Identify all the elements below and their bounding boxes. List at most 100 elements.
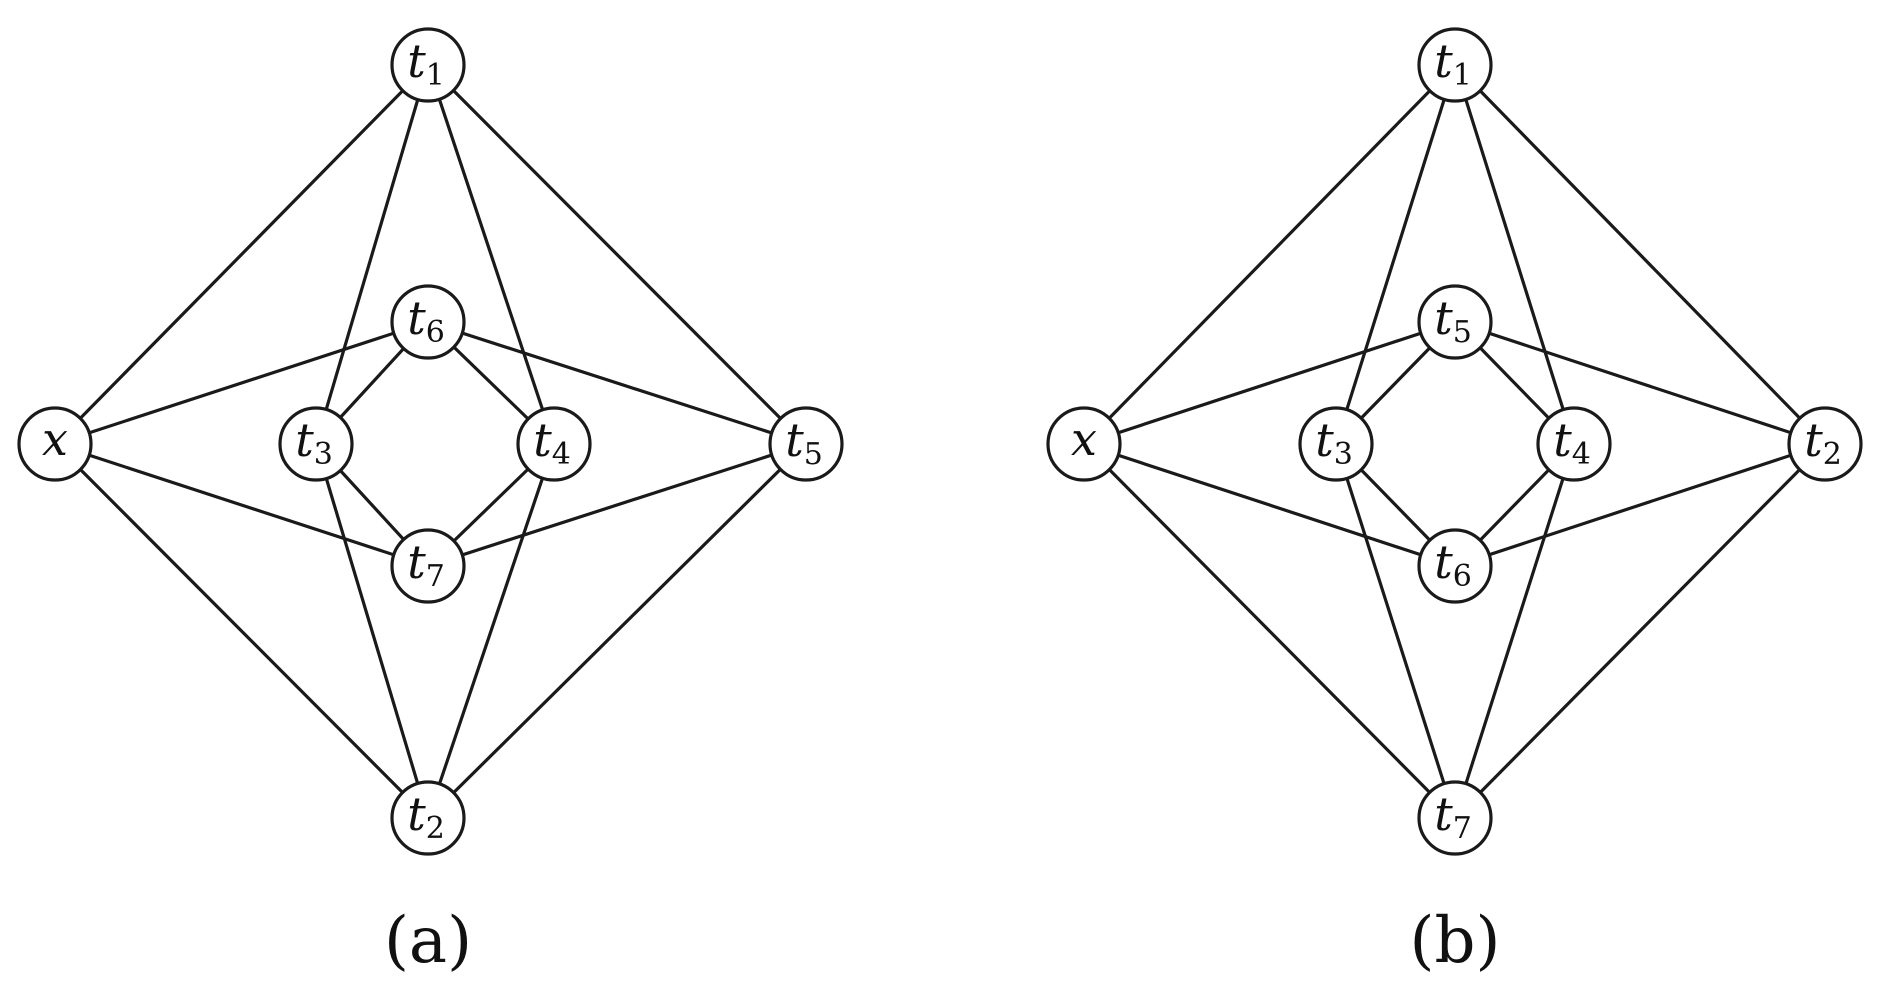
node-t5: t5	[1417, 284, 1493, 360]
edge-t7-t2	[1453, 442, 1827, 820]
node-letter: t	[407, 291, 426, 345]
node-circle	[768, 406, 844, 482]
node-t5: t5	[768, 406, 844, 482]
node-label: t6	[1434, 535, 1472, 594]
caption-b: (b)	[1410, 904, 1501, 978]
node-subscript: 6	[1453, 559, 1472, 594]
node-label: t4	[533, 413, 571, 472]
node-label: t1	[407, 34, 445, 93]
node-label: t6	[407, 291, 445, 350]
node-label: x	[1071, 412, 1097, 466]
node-letter: t	[295, 413, 314, 467]
node-letter: t	[1315, 413, 1334, 467]
edge-x-t7	[53, 442, 430, 568]
node-subscript: 4	[552, 437, 571, 472]
edge-t1-t5	[426, 63, 808, 446]
node-label: t1	[1434, 34, 1472, 93]
edge-x-t6	[1082, 442, 1457, 568]
node-label: t7	[407, 535, 445, 594]
node-letter: t	[1434, 787, 1453, 841]
node-circle	[390, 27, 466, 103]
node-t2: t2	[390, 780, 466, 856]
node-t3: t3	[278, 406, 354, 482]
node-circle	[390, 528, 466, 604]
node-label: x	[42, 412, 68, 466]
node-letter: t	[1434, 291, 1453, 345]
node-label: t5	[785, 413, 823, 472]
node-label: t3	[295, 413, 333, 472]
node-letter: t	[407, 535, 426, 589]
edge-t7-t5	[426, 442, 808, 568]
edge-t1-t4	[1453, 63, 1576, 446]
node-letter: t	[1553, 413, 1572, 467]
node-subscript: 2	[1823, 437, 1842, 472]
edge-x-t2	[53, 442, 430, 820]
edge-x-t1	[53, 63, 430, 446]
node-letter: t	[407, 787, 426, 841]
node-t4: t4	[516, 406, 592, 482]
node-subscript: 7	[426, 559, 445, 594]
edge-t1-t2	[1453, 63, 1827, 446]
node-circle	[1298, 406, 1374, 482]
node-t3: t3	[1298, 406, 1374, 482]
node-t2: t2	[1787, 406, 1863, 482]
node-circle	[1417, 27, 1493, 103]
node-subscript: 5	[804, 437, 823, 472]
node-subscript: 3	[1334, 437, 1353, 472]
edge-t2-t5	[426, 442, 808, 820]
node-circle	[1417, 528, 1493, 604]
node-subscript: 7	[1453, 811, 1472, 846]
node-t7: t7	[1417, 780, 1493, 856]
edge-t2-t3	[314, 442, 430, 820]
edge-t7-t4	[1453, 442, 1576, 820]
node-subscript: 1	[426, 58, 445, 93]
edge-t1-t3	[314, 63, 430, 446]
node-label: t2	[1804, 413, 1842, 472]
node-label: t5	[1434, 291, 1472, 350]
node-x: x	[17, 406, 93, 482]
node-letter: t	[1804, 413, 1823, 467]
node-letter: t	[1434, 34, 1453, 88]
node-letter: t	[533, 413, 552, 467]
edge-t1-t3	[1334, 63, 1457, 446]
node-subscript: 2	[426, 811, 445, 846]
node-t4: t4	[1536, 406, 1612, 482]
edge-t6-t5	[426, 320, 808, 446]
edge-t7-t3	[1334, 442, 1457, 820]
node-t1: t1	[390, 27, 466, 103]
node-letter: t	[785, 413, 804, 467]
node-label: t3	[1315, 413, 1353, 472]
node-circle	[1787, 406, 1863, 482]
node-circle	[1417, 284, 1493, 360]
node-subscript: 1	[1453, 58, 1472, 93]
edge-t6-t2	[1453, 442, 1827, 568]
node-circle	[516, 406, 592, 482]
node-letter: t	[1434, 535, 1453, 589]
node-x: x	[1046, 406, 1122, 482]
edge-t2-t4	[426, 442, 556, 820]
edge-t1-t4	[426, 63, 556, 446]
node-circle	[1046, 406, 1122, 482]
node-subscript: 5	[1453, 315, 1472, 350]
node-label: t7	[1434, 787, 1472, 846]
edge-x-t5	[1082, 320, 1457, 446]
node-circle	[1417, 780, 1493, 856]
edge-x-t1	[1082, 63, 1457, 446]
edge-x-t6	[53, 320, 430, 446]
node-t7: t7	[390, 528, 466, 604]
node-circle	[278, 406, 354, 482]
node-label: t4	[1553, 413, 1591, 472]
node-circle	[1536, 406, 1612, 482]
node-circle	[17, 406, 93, 482]
node-circle	[390, 780, 466, 856]
node-subscript: 4	[1572, 437, 1591, 472]
caption-a: (a)	[384, 904, 472, 978]
node-letter: t	[407, 34, 426, 88]
node-circle	[390, 284, 466, 360]
node-t6: t6	[390, 284, 466, 360]
node-label: t2	[407, 787, 445, 846]
node-t6: t6	[1417, 528, 1493, 604]
